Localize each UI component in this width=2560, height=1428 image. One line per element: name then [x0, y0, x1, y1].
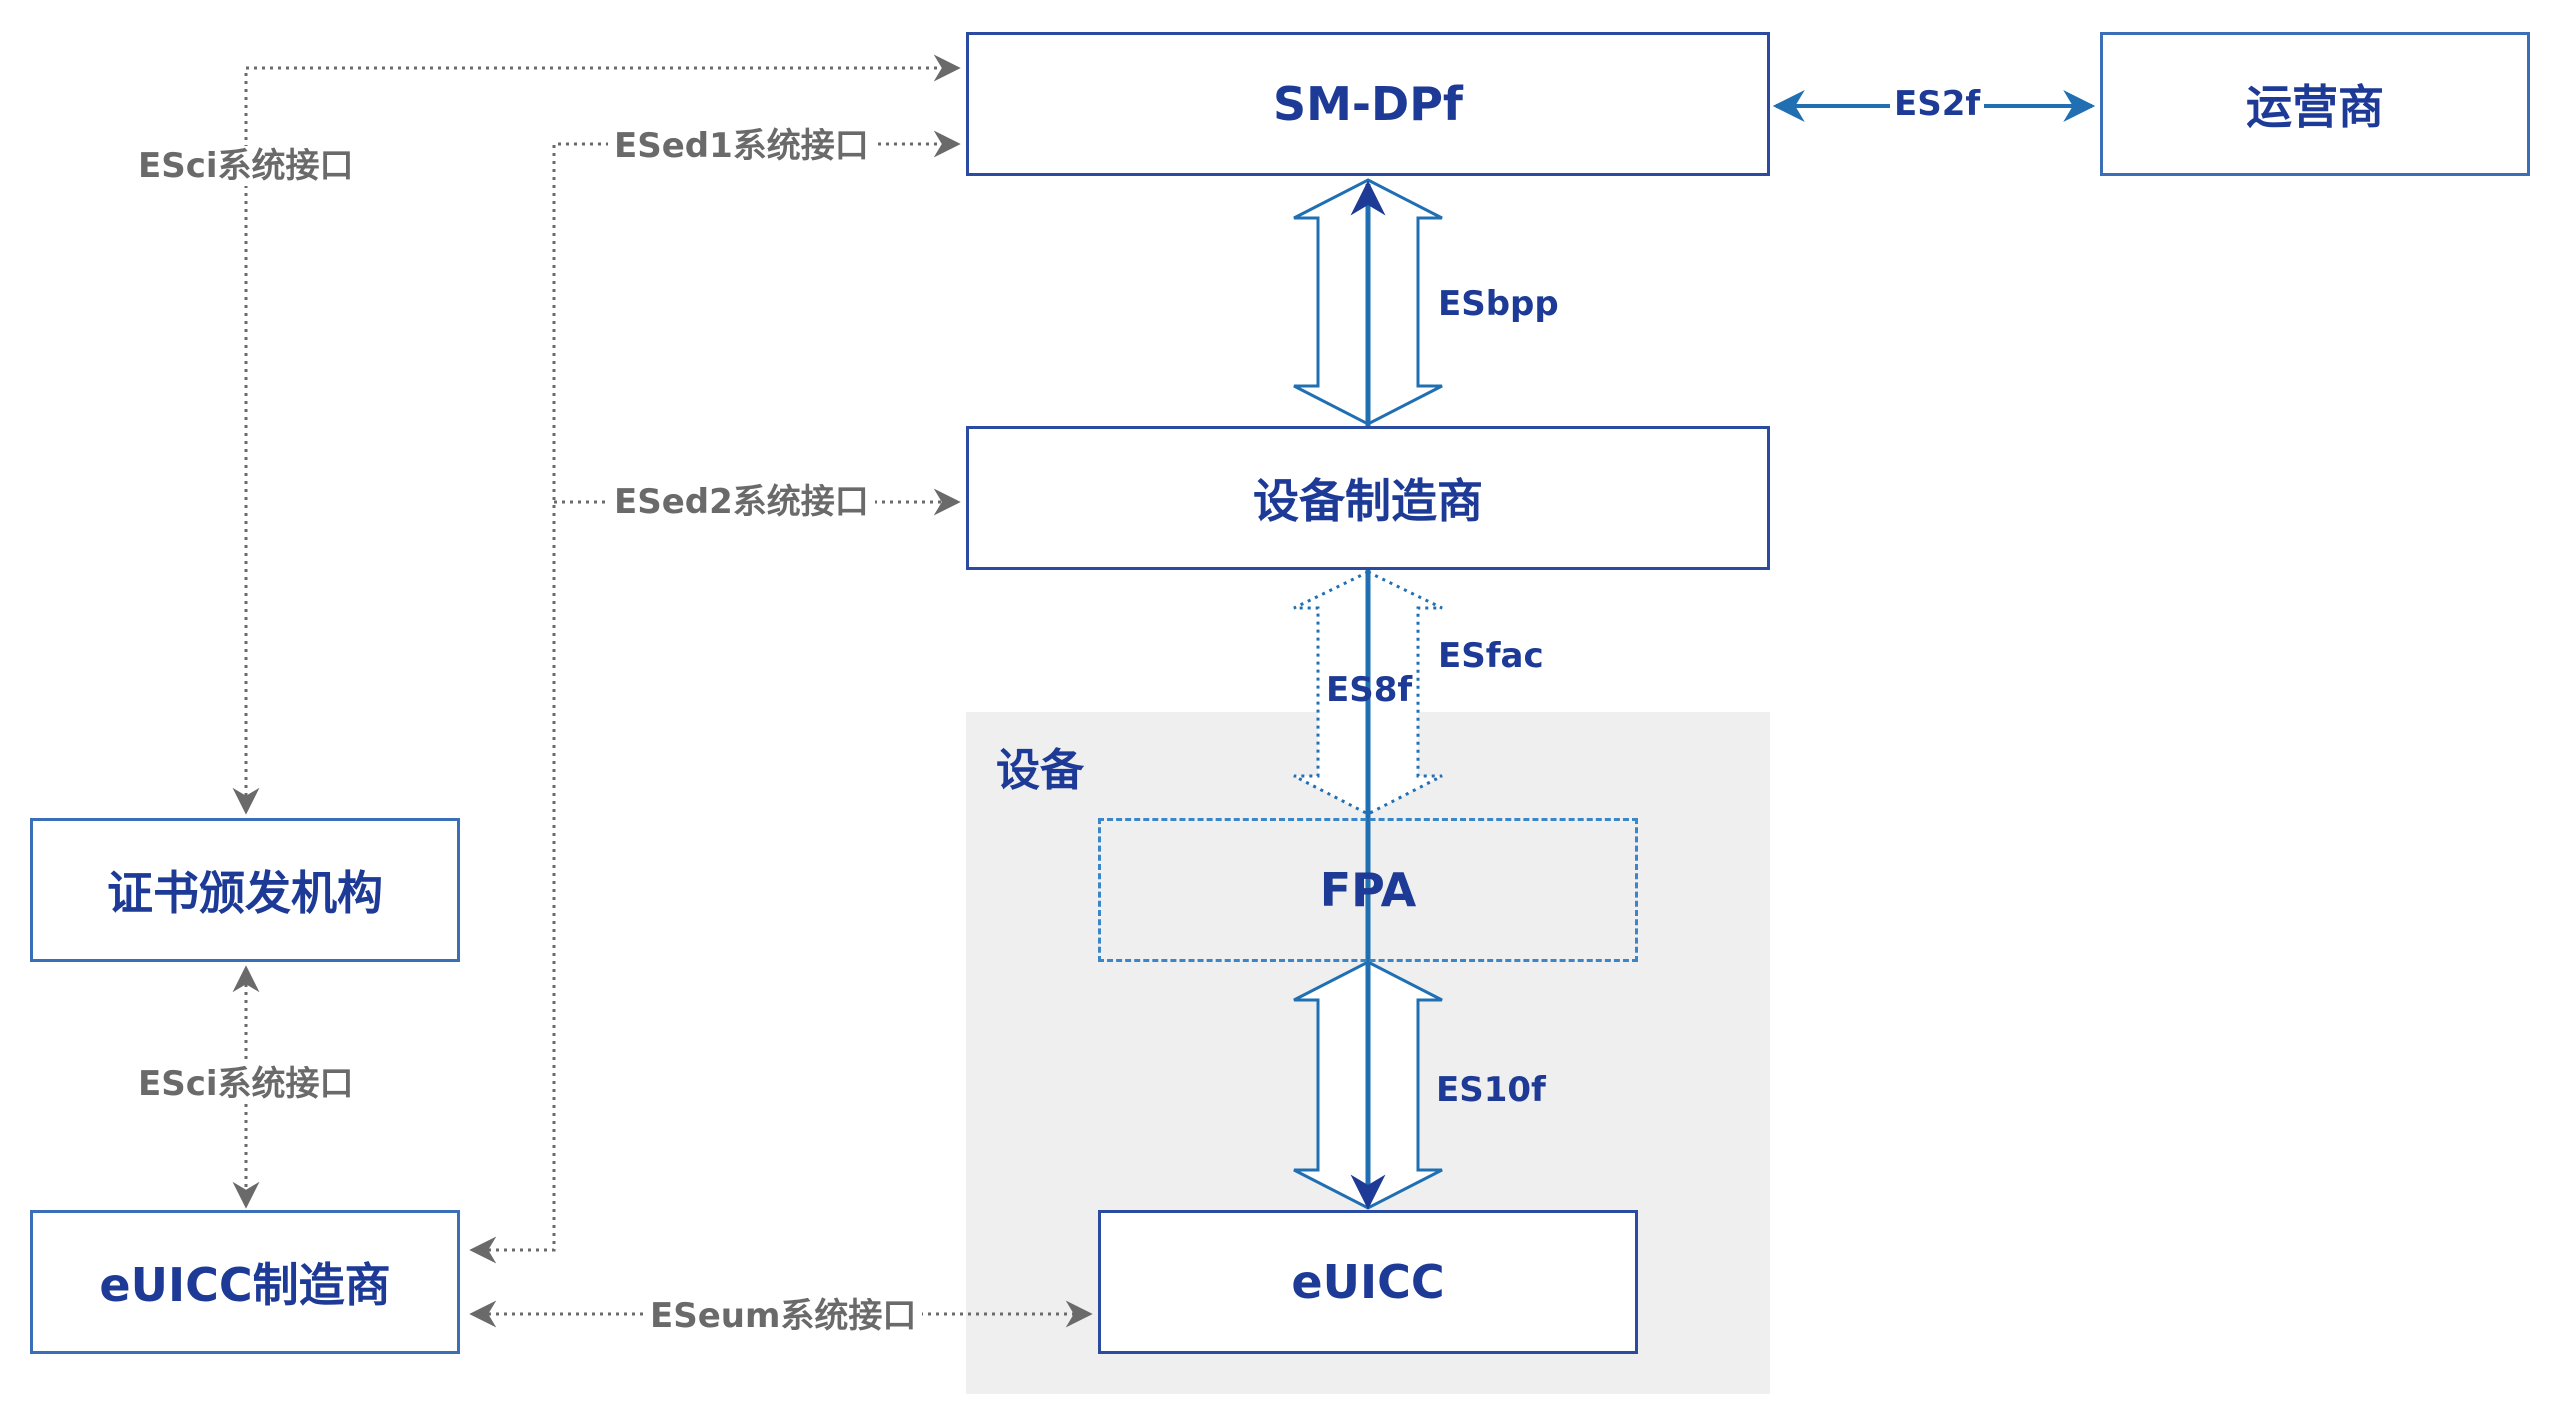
es2f-label: ES2f	[1890, 84, 1985, 124]
smdpf-box: SM-DPf	[966, 32, 1770, 176]
esed2-label: ESed2系统接口	[608, 482, 875, 522]
esfac-label: ESfac	[1438, 636, 1544, 676]
eum-box: eUICC制造商	[30, 1210, 460, 1354]
esci-top-label: ESci系统接口	[132, 146, 360, 186]
device-maker-box: 设备制造商	[966, 426, 1770, 570]
esed1-connector	[469, 130, 961, 1264]
fpa-box: FPA	[1098, 818, 1638, 962]
esci-bottom-label: ESci系统接口	[132, 1064, 360, 1104]
es8f-label: ES8f	[1326, 670, 1413, 710]
esed1-label: ESed1系统接口	[608, 126, 875, 166]
esbpp-label: ESbpp	[1438, 284, 1559, 324]
eseum-label: ESeum系统接口	[644, 1296, 923, 1336]
ca-box: 证书颁发机构	[30, 818, 460, 962]
esci-top-connector	[232, 54, 961, 815]
euicc-box: eUICC	[1098, 1210, 1638, 1354]
device-region-label: 设备	[996, 745, 1084, 796]
operator-box: 运营商	[2100, 32, 2530, 176]
es10f-label: ES10f	[1436, 1070, 1546, 1110]
